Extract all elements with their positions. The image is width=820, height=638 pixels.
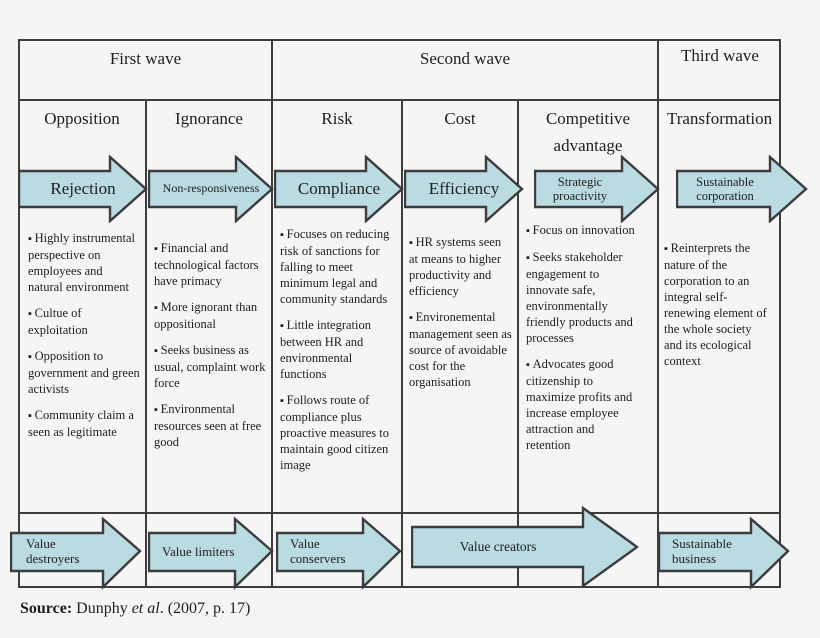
arrow-label-non-responsiveness: Non-responsiveness	[162, 181, 260, 196]
wave-cell-third: Third wave	[681, 46, 759, 65]
right-arrow-icon	[18, 155, 148, 223]
right-arrow-icon	[148, 155, 274, 223]
arrow-shape	[676, 155, 808, 223]
arrow-shape	[148, 516, 274, 590]
bullet-item: Seeks business as usual, complaint work …	[154, 342, 266, 391]
bullet-item: Seeks stakeholder engagement to innovate…	[526, 249, 638, 346]
source-label: Source:	[20, 600, 73, 617]
right-arrow-icon	[534, 155, 660, 223]
right-arrow-icon	[276, 516, 402, 590]
bullet-item: More ignorant than oppositional	[154, 299, 266, 332]
bullet-item: Focus on innovation	[526, 222, 638, 239]
table-frame	[18, 39, 781, 588]
body-column-opposition: Highly instrumental perspective on emplo…	[28, 230, 140, 450]
bullet-item: Opposition to government and green activ…	[28, 348, 140, 397]
right-arrow-icon	[148, 516, 274, 590]
bullet-item: Cultue of exploitation	[28, 305, 140, 338]
body-column-transformation: Reinterprets the nature of the corporati…	[664, 240, 768, 379]
body-column-competitive-advantage: Focus on innovation Seeks stakeholder en…	[526, 222, 638, 463]
bottom-arrow-sustainable-business	[658, 512, 790, 590]
arrow-label-efficiency: Efficiency	[428, 179, 500, 199]
arrow-shape	[10, 516, 142, 590]
arrow-shape	[274, 155, 404, 223]
column-header-risk: Risk	[321, 109, 353, 128]
grid-line-col3	[401, 100, 403, 588]
source-caption: Source: Dunphy et al. (2007, p. 17)	[20, 600, 250, 618]
source-rest: . (2007, p. 17)	[159, 600, 251, 617]
arrow-non-responsiveness	[148, 155, 274, 223]
arrow-strategic-proactivity	[534, 155, 660, 223]
arrow-shape	[276, 516, 402, 590]
column-header-ignorance: Ignorance	[175, 109, 243, 128]
bullet-item: Follows route of compliance plus proacti…	[280, 392, 398, 473]
arrow-label-rejection: Rejection	[50, 179, 116, 199]
bullet-item: Little integration between HR and enviro…	[280, 317, 398, 382]
bullet-item: Community claim a seen as legitimate	[28, 407, 140, 440]
bottom-arrow-value-creators	[411, 506, 639, 588]
body-column-risk: Focuses on reducing risk of sanctions fo…	[280, 226, 398, 483]
body-column-ignorance: Financial and technological factors have…	[154, 240, 266, 460]
bullet-item: Highly instrumental perspective on emplo…	[28, 230, 140, 295]
grid-line-col4	[517, 100, 519, 588]
column-header-opposition: Opposition	[44, 109, 120, 128]
bullet-item: Advocates good citizenship to maximize p…	[526, 356, 638, 453]
right-arrow-icon	[404, 155, 524, 223]
right-arrow-icon	[10, 516, 142, 590]
arrow-label-compliance: Compliance	[297, 179, 381, 199]
arrow-label-sustainable-corporation: Sustainable corporation	[696, 174, 754, 203]
arrow-shape	[534, 155, 660, 223]
arrow-compliance	[274, 155, 404, 223]
grid-line-wave-bottom	[18, 99, 781, 101]
wave-cell-second: Second wave	[419, 49, 511, 68]
bottom-arrow-label-value-creators: Value creators	[459, 539, 537, 555]
arrow-shape	[411, 506, 639, 588]
right-arrow-icon	[274, 155, 404, 223]
bottom-arrow-label-sustainable-business: Sustainable business	[672, 536, 732, 566]
bullet-item: HR systems seen at means to higher produ…	[409, 234, 513, 299]
bottom-arrow-label-value-limiters: Value limiters	[162, 543, 235, 559]
grid-line-body-bottom	[18, 512, 781, 514]
arrow-shape	[658, 516, 790, 590]
right-arrow-icon	[658, 516, 790, 590]
bullet-item: Environmental resources seen at free goo…	[154, 401, 266, 450]
bottom-arrow-label-value-destroyers: Value destroyers	[26, 536, 80, 566]
grid-line-col1	[145, 100, 147, 588]
bullet-item: Reinterprets the nature of the corporati…	[664, 240, 768, 369]
arrow-shape	[18, 155, 148, 223]
bullet-item: Environemental management seen as source…	[409, 309, 513, 390]
source-etal: et al	[131, 600, 160, 617]
arrow-efficiency	[404, 155, 524, 223]
arrow-shape	[148, 155, 274, 223]
bullet-item: Focuses on reducing risk of sanctions fo…	[280, 226, 398, 307]
grid-line-col2	[271, 39, 273, 588]
bottom-arrow-value-destroyers	[10, 512, 142, 590]
column-header-competitive-advantage: Competitive advantage	[545, 109, 631, 155]
wave-cell-first: First wave	[109, 49, 182, 68]
bottom-arrow-value-limiters	[148, 512, 274, 590]
bottom-arrow-label-value-conservers: Value conservers	[290, 536, 346, 566]
grid-line-col5	[657, 39, 659, 588]
bottom-arrow-value-conservers	[276, 512, 402, 590]
column-header-transformation: Transformation	[666, 109, 773, 128]
bullet-item: Financial and technological factors have…	[154, 240, 266, 289]
column-header-cost: Cost	[444, 109, 476, 128]
arrow-label-strategic-proactivity: Strategic proactivity	[552, 174, 608, 203]
arrow-sustainable-corporation	[676, 155, 808, 223]
arrow-rejection	[18, 155, 148, 223]
body-column-cost: HR systems seen at means to higher produ…	[409, 234, 513, 400]
right-arrow-icon	[411, 506, 639, 588]
arrow-shape	[404, 155, 524, 223]
right-arrow-icon	[676, 155, 808, 223]
source-author: Dunphy	[72, 600, 132, 617]
